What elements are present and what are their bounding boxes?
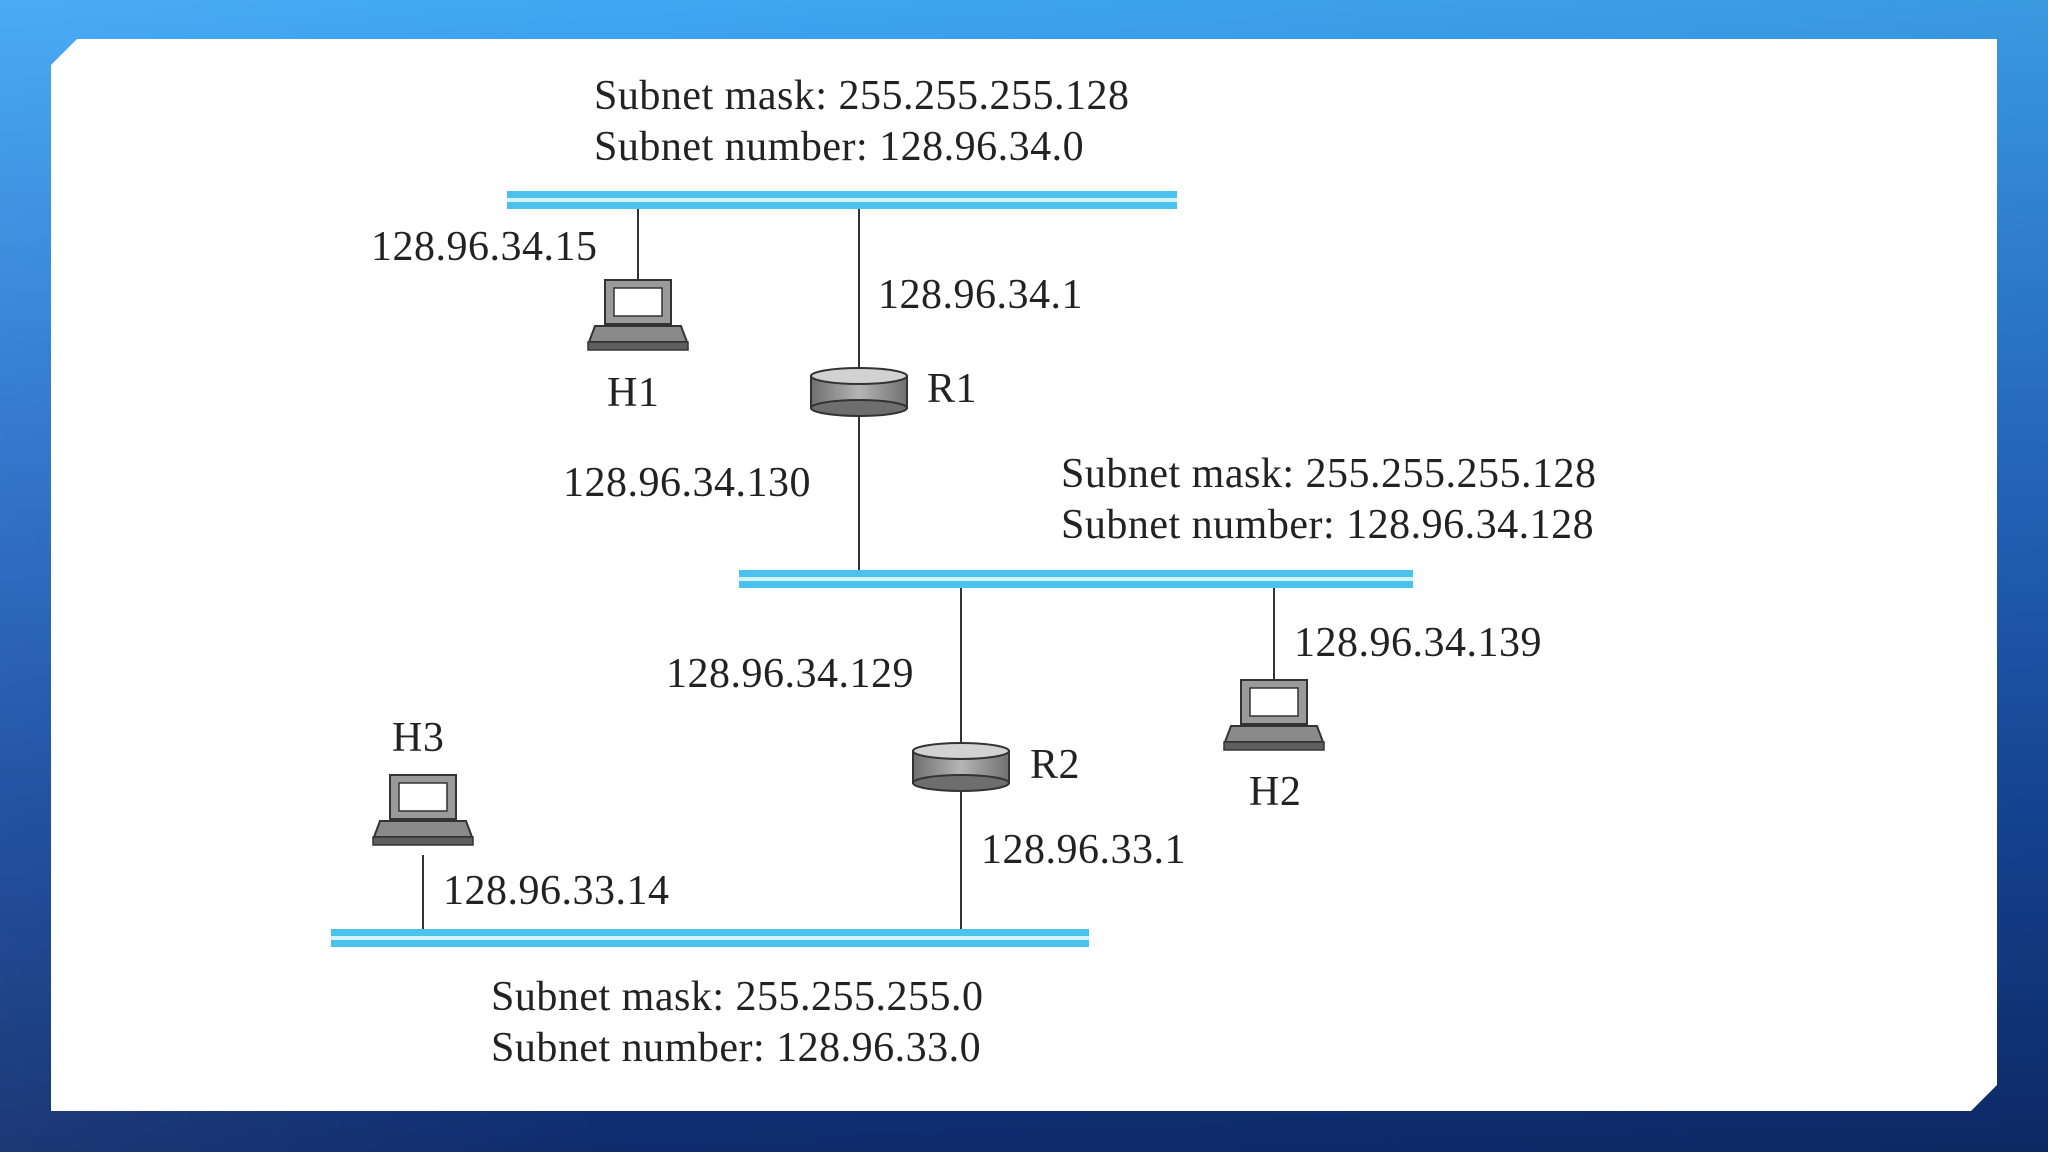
host-label-h3: H3 xyxy=(392,715,445,761)
address-r1-middle: 128.96.34.130 xyxy=(563,460,811,506)
subnet-middle-number-label: Subnet number: 128.96.34.128 xyxy=(1061,502,1595,548)
router-icon xyxy=(912,742,1010,792)
address-h1: 128.96.34.15 xyxy=(371,224,598,270)
subnet-top-number-label: Subnet number: 128.96.34.0 xyxy=(594,124,1085,170)
subnet-middle-mask-label: Subnet mask: 255.255.255.128 xyxy=(1061,451,1597,497)
address-r2-bottom: 128.96.33.1 xyxy=(981,827,1186,873)
address-h3: 128.96.33.14 xyxy=(443,868,670,914)
host-label-h2: H2 xyxy=(1249,769,1302,815)
subnet-bottom-number-label: Subnet number: 128.96.33.0 xyxy=(491,1025,982,1071)
lan-bus-middle xyxy=(739,570,1413,588)
address-h2: 128.96.34.139 xyxy=(1294,620,1542,666)
router-label-r2: R2 xyxy=(1030,742,1081,788)
laptop-icon xyxy=(372,774,474,846)
router-icon xyxy=(810,367,908,417)
laptop-icon xyxy=(1223,679,1325,751)
address-r2-middle: 128.96.34.129 xyxy=(666,651,914,697)
subnet-top-mask-label: Subnet mask: 255.255.255.128 xyxy=(594,73,1130,119)
router-label-r1: R1 xyxy=(927,366,978,412)
host-label-h1: H1 xyxy=(607,370,660,416)
lan-bus-bottom xyxy=(331,929,1089,947)
subnet-bottom-mask-label: Subnet mask: 255.255.255.0 xyxy=(491,974,984,1020)
address-r1-top: 128.96.34.1 xyxy=(878,272,1083,318)
laptop-icon xyxy=(587,279,689,351)
lan-bus-top xyxy=(507,191,1177,209)
